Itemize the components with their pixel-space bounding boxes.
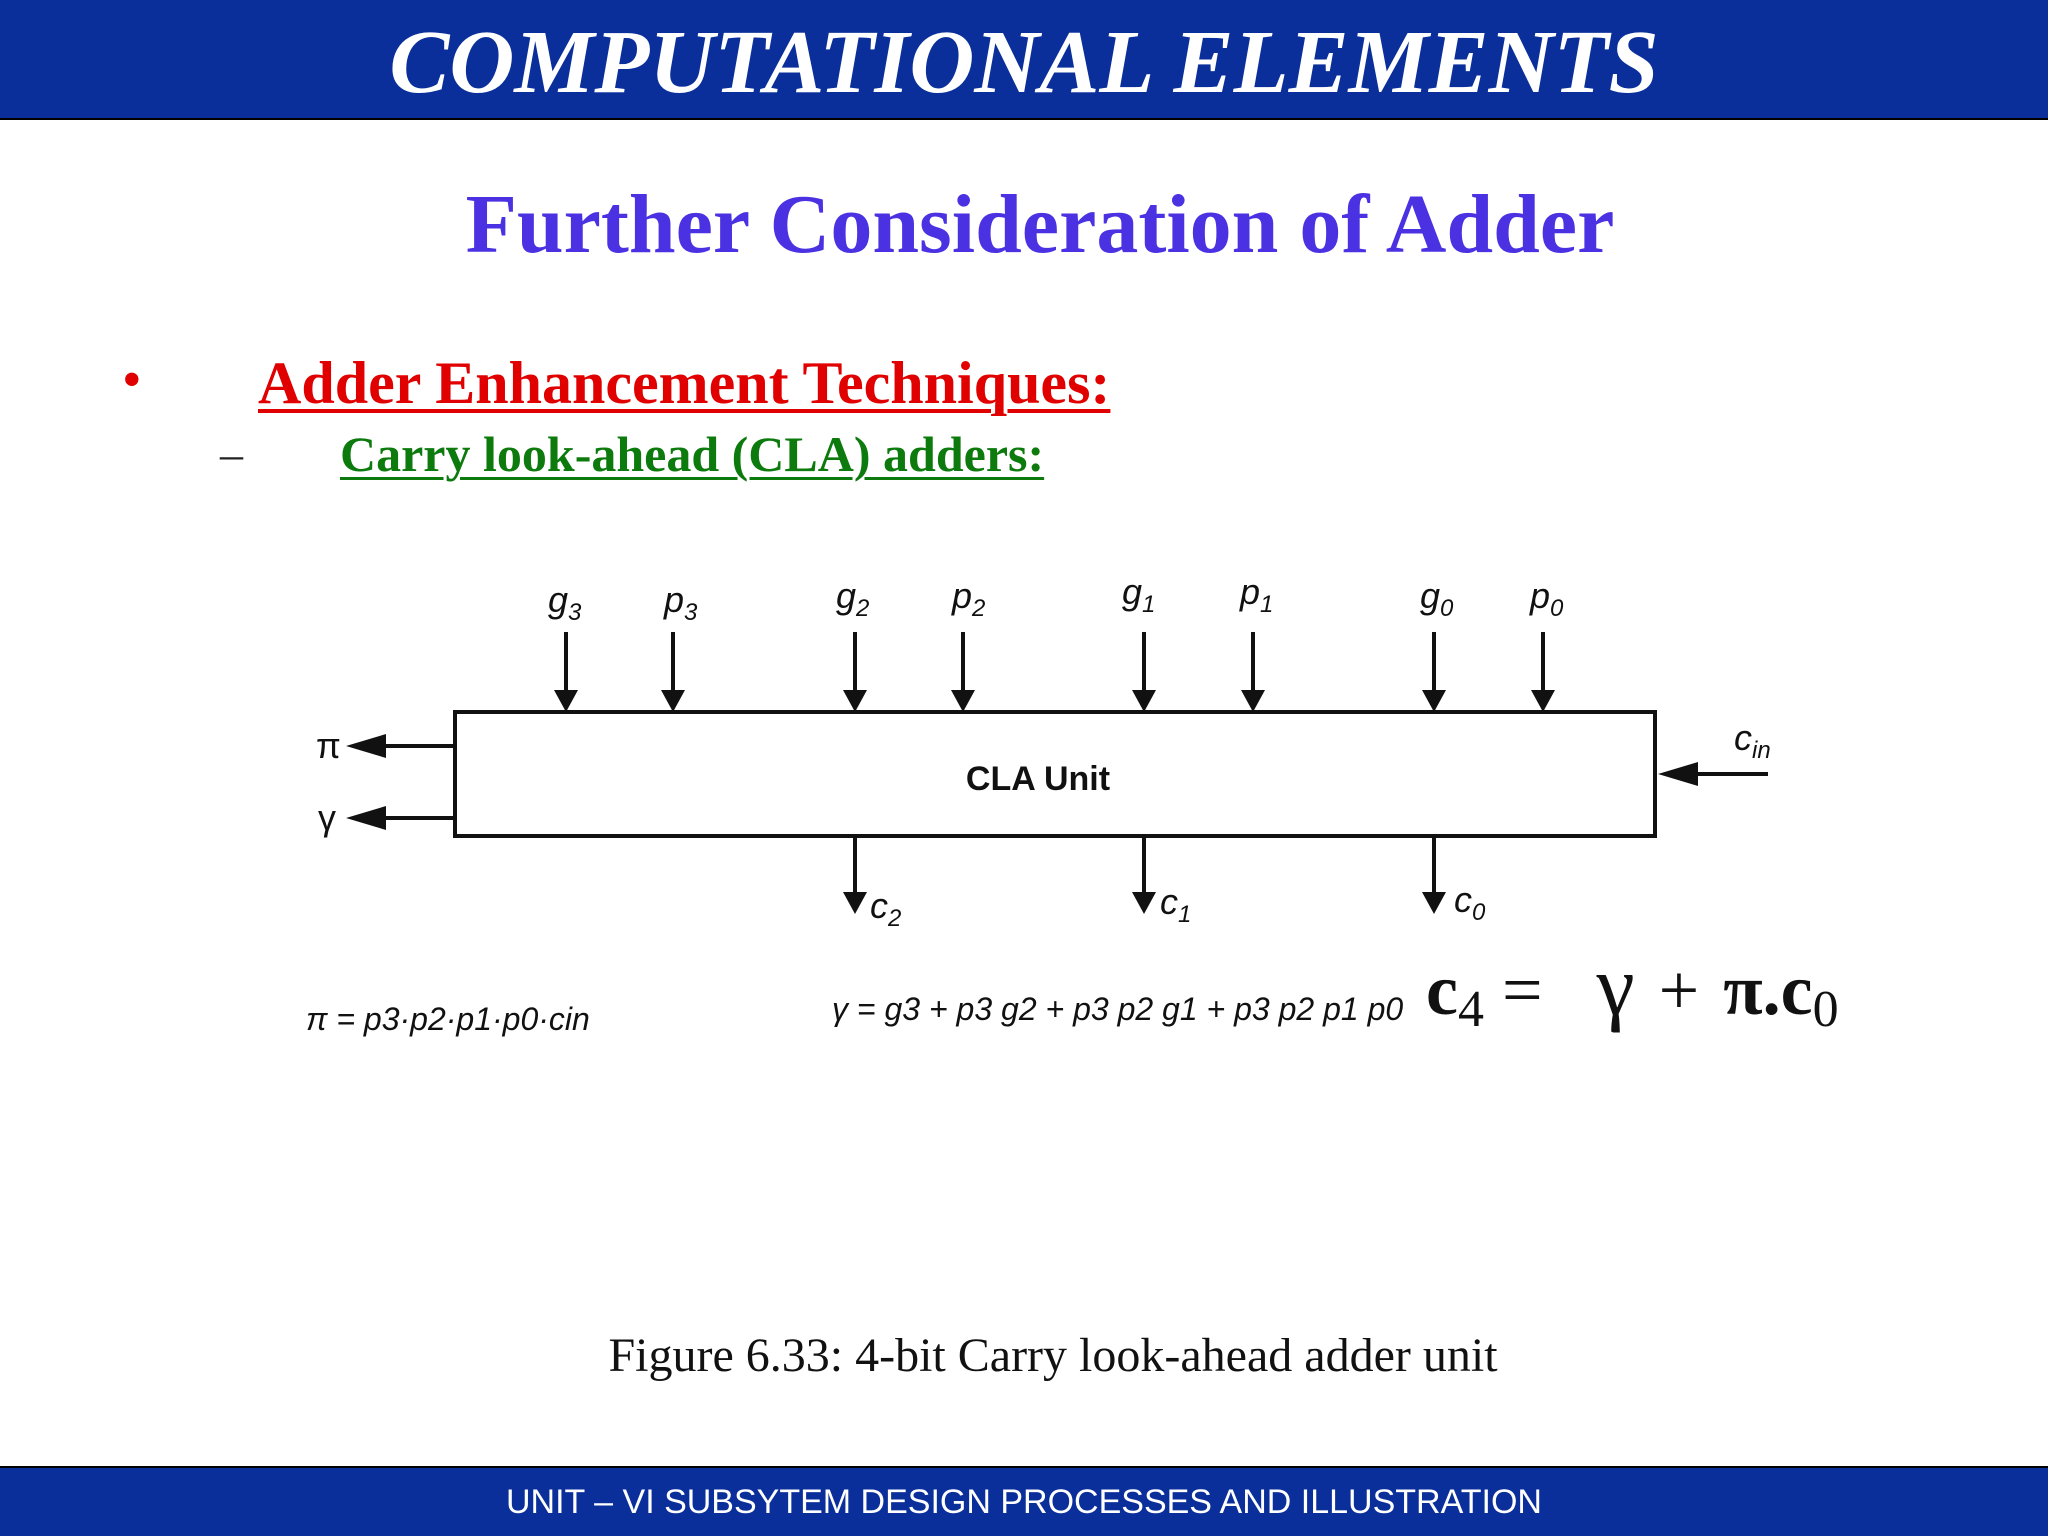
c4-equation: c4=γ+π.c0: [1426, 937, 1839, 1038]
figure-caption: Figure 6.33: 4-bit Carry look-ahead adde…: [608, 1329, 1498, 1382]
sub-bullet-dash: –: [220, 428, 243, 479]
output-arrows-bottom: [843, 836, 1446, 914]
input-label-g1: g1: [1122, 571, 1155, 618]
output-arrows-left: [346, 734, 455, 830]
output-label-c0: c0: [1454, 879, 1486, 926]
input-label-g3: g3: [548, 579, 582, 626]
input-label-p1: p1: [1239, 571, 1273, 618]
header-bar: [0, 0, 2048, 120]
output-label-pi: π: [316, 725, 341, 766]
output-label-c2: c2: [870, 885, 901, 932]
bullet-mark: •: [122, 349, 142, 411]
footer-bar: [0, 1466, 2048, 1536]
input-label-p2: p2: [951, 575, 985, 622]
input-arrow-right: [1658, 762, 1768, 786]
input-label-p3: p3: [663, 579, 698, 626]
header-title: COMPUTATIONAL ELEMENTS: [389, 13, 1659, 112]
input-label-g2: g2: [836, 575, 869, 622]
input-label-p0: p0: [1529, 575, 1564, 622]
pi-equation: π = p3·p2·p1·p0·cin: [306, 1001, 590, 1037]
output-label-c1: c1: [1160, 881, 1191, 928]
input-label-cin: cin: [1734, 717, 1771, 764]
gamma-equation: γ = g3 + p3 g2 + p3 p2 g1 + p3 p2 p1 p0: [832, 991, 1403, 1027]
input-label-g0: g0: [1420, 575, 1454, 622]
cla-unit-box: [453, 710, 1657, 838]
cla-unit-label: CLA Unit: [966, 760, 1110, 798]
output-label-gamma: γ: [318, 797, 336, 838]
input-arrows-top: [554, 632, 1555, 712]
bullet-heading: Adder Enhancement Techniques:: [258, 350, 1111, 416]
slide-title: Further Consideration of Adder: [465, 178, 1615, 271]
footer-text: UNIT – VI SUBSYTEM DESIGN PROCESSES AND …: [506, 1483, 1542, 1521]
sub-bullet-heading: Carry look-ahead (CLA) adders:: [340, 426, 1045, 482]
cla-unit-diagram: CLA Unit g3 p3 g2 p2 g1 p1 g0 p0 c2 c1 c…: [306, 571, 1839, 1038]
